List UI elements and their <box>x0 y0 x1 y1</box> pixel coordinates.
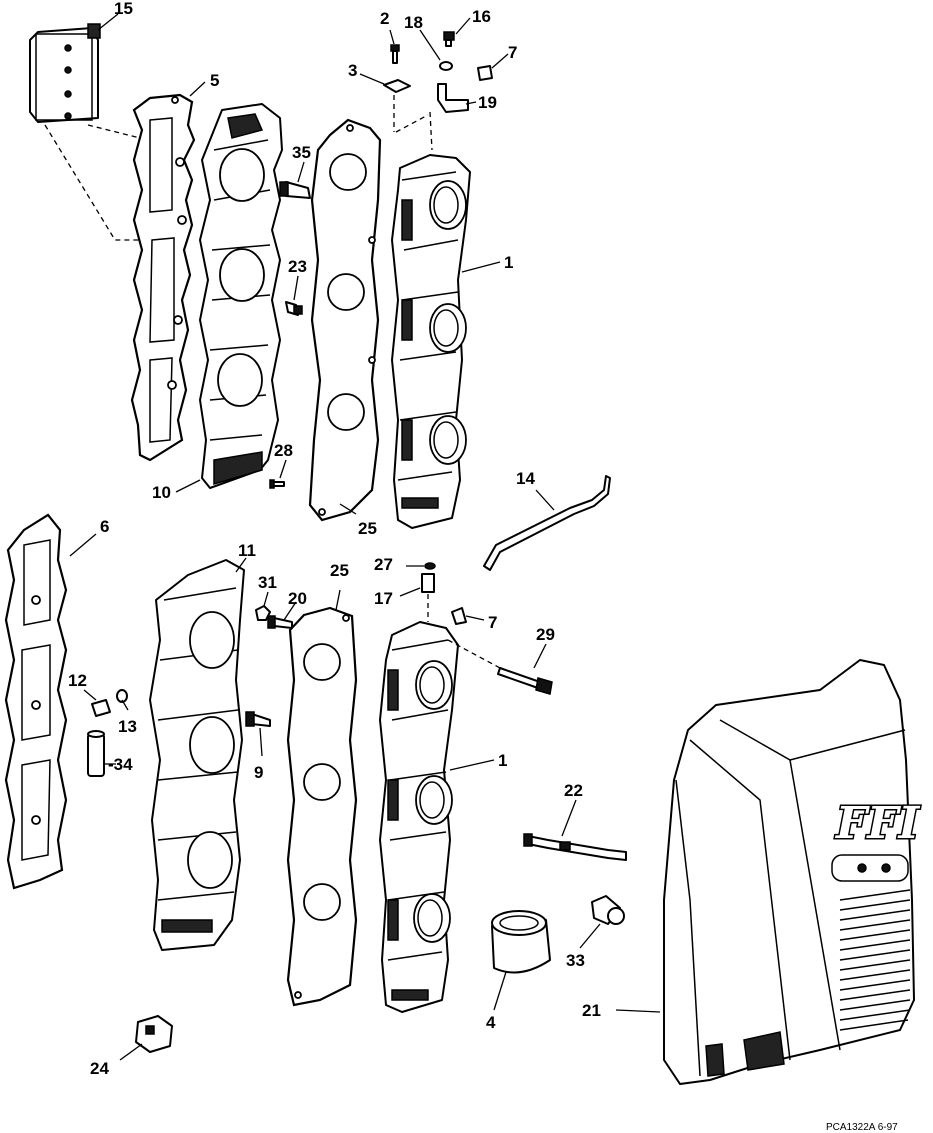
part-4-ring <box>491 910 551 974</box>
cover-logo: FFI <box>834 798 920 849</box>
callout-22: 22 <box>564 781 583 800</box>
callout-9: 9 <box>254 763 263 782</box>
callout-5: 5 <box>210 71 219 90</box>
callout-24: 24 <box>90 1059 109 1078</box>
part-1-head-lower <box>379 621 459 1013</box>
callout-11: 11 <box>238 541 256 560</box>
callout-14: 14 <box>516 469 535 488</box>
leader-lines <box>69 13 661 1061</box>
part-27-washer <box>424 562 436 570</box>
part-25-gasket-lower <box>286 606 358 1007</box>
part-2-screw <box>390 44 400 64</box>
callout-7-lower: 7 <box>488 613 497 632</box>
part-25-gasket-upper <box>308 118 382 522</box>
callout-1-upper: 1 <box>504 253 513 272</box>
callout-28: 28 <box>274 441 293 460</box>
callout-25-lower: 25 <box>330 561 349 580</box>
callout-2: 2 <box>380 9 389 28</box>
callout-12: 12 <box>68 671 87 690</box>
callout-35: 35 <box>292 143 311 162</box>
drawing-code: PCA1322A 6-97 <box>826 1122 898 1133</box>
part-18-washer <box>439 61 453 71</box>
callout-34: -34 <box>108 755 133 774</box>
callout-27: 27 <box>374 555 393 574</box>
callout-10: 10 <box>152 483 171 502</box>
part-5-gasket <box>130 93 196 462</box>
part-14-rod <box>483 475 611 571</box>
callout-31: 31 <box>258 573 277 592</box>
part-33-fitting <box>591 895 625 925</box>
callout-23: 23 <box>288 257 307 276</box>
part-9-plug <box>245 711 271 727</box>
callout-1-lower: 1 <box>498 751 507 770</box>
part-24-connector <box>135 1015 173 1053</box>
callout-16: 16 <box>472 7 491 26</box>
callout-4: 4 <box>486 1013 496 1032</box>
part-3-bracket <box>383 79 411 93</box>
part-17-pin <box>421 573 435 593</box>
part-15-module <box>29 23 101 123</box>
part-12-plug <box>91 699 111 717</box>
part-10-cover <box>199 103 283 489</box>
part-1-head-upper <box>391 154 471 529</box>
part-11-cover-lower <box>149 559 245 951</box>
callout-labels: 15 2 18 16 7 5 3 19 35 1 23 28 14 10 25 … <box>68 0 898 1133</box>
callout-25-upper: 25 <box>358 519 377 538</box>
callout-13: 13 <box>118 717 137 736</box>
part-6-gasket-lower <box>4 513 68 890</box>
part-7-cap-upper <box>477 65 493 81</box>
callout-29: 29 <box>536 625 555 644</box>
part-29-bolt <box>497 667 553 695</box>
callout-20: 20 <box>288 589 307 608</box>
callout-21: 21 <box>582 1001 601 1020</box>
part-22-sensor <box>523 833 627 861</box>
part-16-screw <box>443 31 455 47</box>
callout-15: 15 <box>114 0 133 18</box>
part-19-bracket <box>437 83 469 113</box>
callout-19: 19 <box>478 93 497 112</box>
callout-18: 18 <box>404 13 423 32</box>
part-13-washer <box>116 689 128 703</box>
part-7-cap-lower <box>451 607 467 625</box>
part-20-bolt <box>267 615 293 629</box>
part-35-plug <box>279 181 311 199</box>
callout-6: 6 <box>100 517 109 536</box>
callout-7-upper: 7 <box>508 43 517 62</box>
part-34-sleeve <box>87 730 105 777</box>
callout-33: 33 <box>566 951 585 970</box>
callout-3: 3 <box>348 61 357 80</box>
callout-17: 17 <box>374 589 393 608</box>
part-21-cover: FFI <box>663 659 922 1085</box>
part-23-bolt <box>285 301 303 316</box>
part-28-screw <box>269 479 285 489</box>
